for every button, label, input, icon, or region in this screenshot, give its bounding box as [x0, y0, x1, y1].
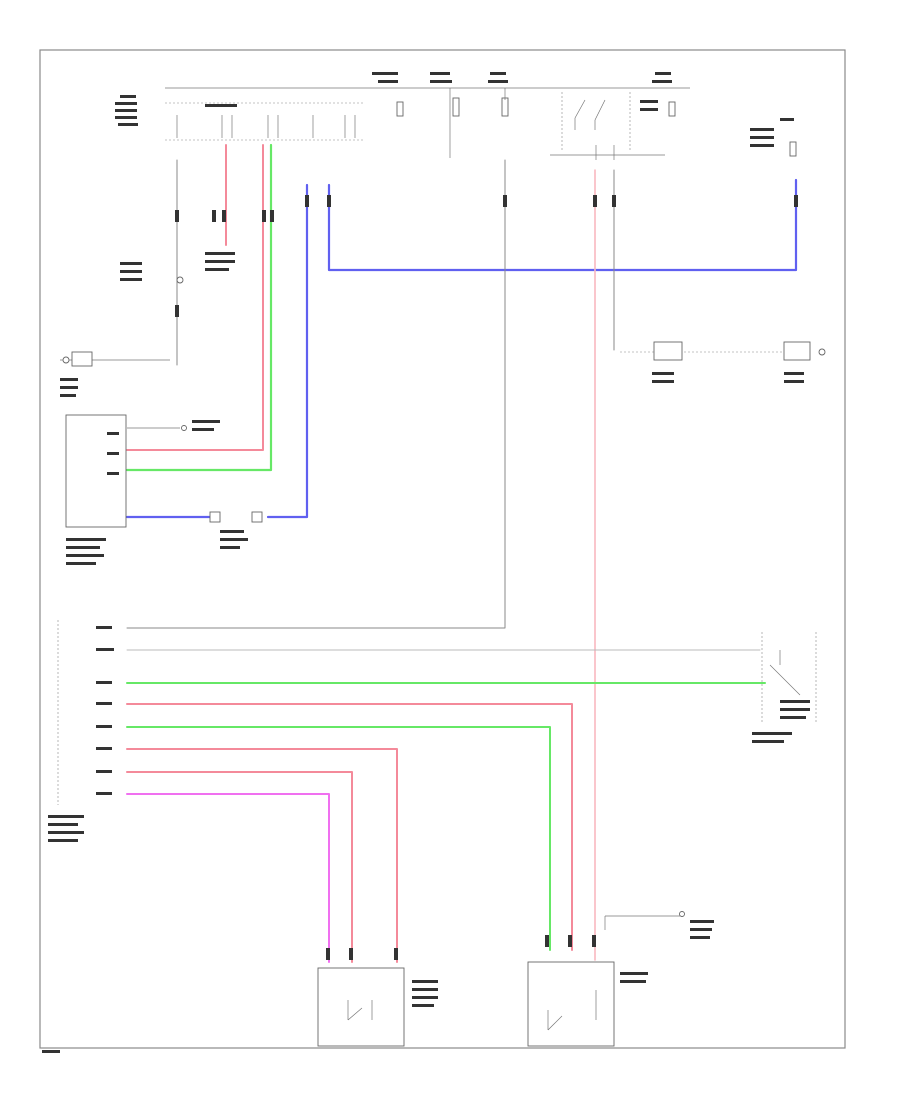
wire-pink-left	[126, 144, 264, 451]
bottom-module-right	[527, 911, 714, 1047]
bottom-module-left	[317, 967, 438, 1047]
footer-code	[42, 1050, 60, 1053]
wire-blue-sensor	[125, 208, 309, 519]
fuse-icons	[396, 97, 797, 157]
switch-right	[752, 632, 817, 743]
top-bus	[165, 72, 690, 104]
ground-connector-left	[60, 351, 170, 397]
wire-green-left	[125, 143, 273, 472]
wire-gray-ecu	[126, 159, 506, 629]
ground-connectors-right	[620, 341, 826, 383]
diagram-frame	[39, 49, 846, 1049]
sensor-module-box	[65, 414, 127, 528]
sensor-module	[65, 414, 263, 565]
wire-pink-ecu-2	[126, 748, 398, 963]
fuse-block-left	[115, 88, 797, 158]
connector-marks	[175, 195, 798, 960]
wire-green-ecu	[126, 726, 551, 951]
relay-top-right	[550, 92, 794, 160]
ecu-left	[48, 620, 114, 842]
wire-magenta-ecu	[126, 793, 330, 963]
junction-labels	[120, 252, 235, 284]
wire-pink-ecu-1	[126, 703, 573, 951]
wire-blue-top	[305, 178, 798, 272]
wire-pink-ecu-3	[126, 771, 353, 963]
